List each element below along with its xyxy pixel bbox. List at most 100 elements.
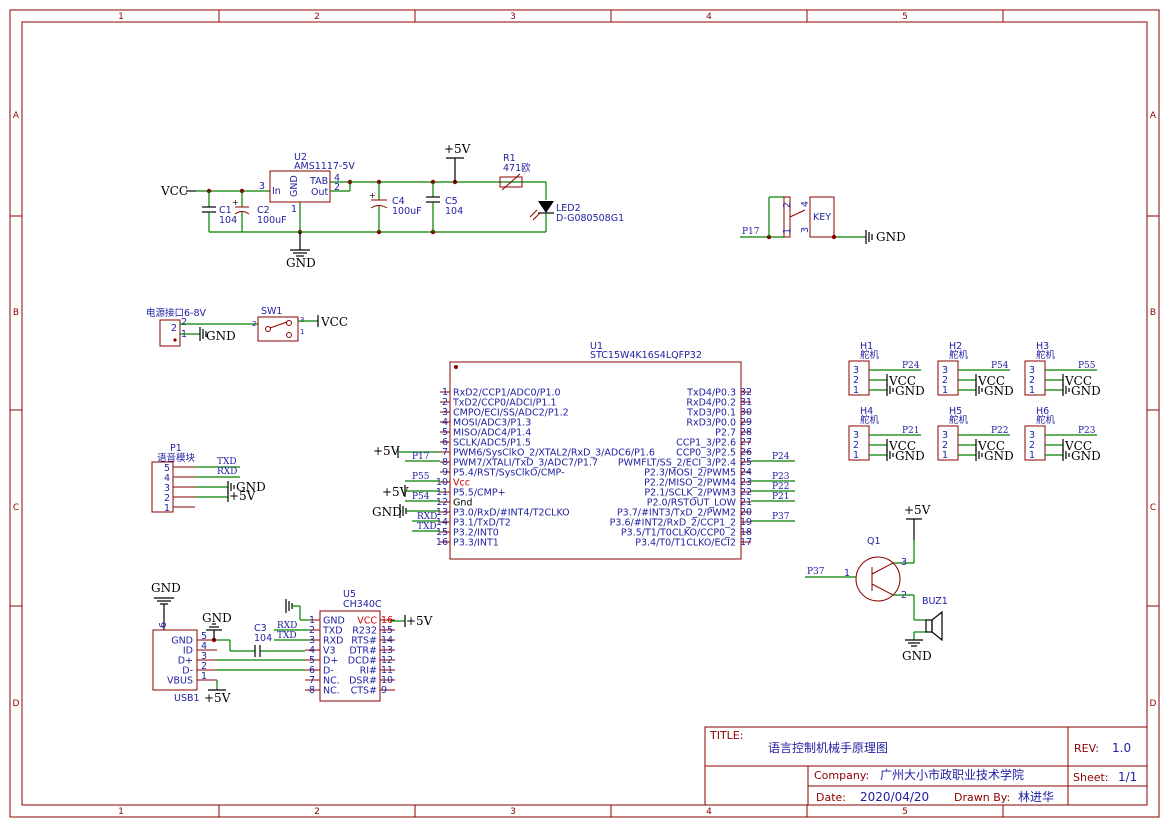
u5-pin-number: 2 xyxy=(309,625,315,636)
sw1-pin: 3 xyxy=(300,316,304,324)
servo-label: 舵机 xyxy=(860,349,880,361)
net-p22: P22 xyxy=(772,482,790,492)
sw1-pin: 1 xyxy=(300,328,304,336)
u1-pin-number: 9 xyxy=(442,467,448,478)
servo-pin: 1 xyxy=(853,385,859,396)
q1-ref: Q1 xyxy=(867,536,881,547)
u1-pin-name: MISO/ADC4/P1.4 xyxy=(453,428,531,439)
usb-pin-number: 3 xyxy=(201,651,207,662)
u1-pin-number: 16 xyxy=(436,537,448,548)
gnd-label: GND xyxy=(236,480,266,494)
col-label: 4 xyxy=(706,807,712,817)
col-label: 1 xyxy=(118,807,124,817)
drawing-title: 语言控制机械手原理图 xyxy=(768,740,888,755)
usb-pin-name: D+ xyxy=(178,656,193,667)
sw1-switch[interactable] xyxy=(257,316,299,342)
u1-pin-name: P3.3/INT1 xyxy=(453,538,499,549)
u5-pin-name: RI# xyxy=(360,666,377,677)
u1-pin-number: 32 xyxy=(740,387,752,398)
u5-pin-number: 6 xyxy=(309,665,315,676)
servo-vcc: VCC xyxy=(977,374,1005,388)
u2-pin-num: 2 xyxy=(334,182,340,193)
u1-pin-name: RxD2/CCP1/ADC0/P1.0 xyxy=(453,388,561,399)
u1-pin-name: CCP0_3/P2.5 xyxy=(676,448,736,459)
p1-net-rxd: RXD xyxy=(217,467,237,477)
q1-transistor xyxy=(855,556,901,602)
u5-pin-name: RTS# xyxy=(351,636,377,647)
led2-diode xyxy=(538,201,554,213)
net-p23: P23 xyxy=(772,472,790,482)
u5-net-txd: TXD xyxy=(277,631,297,641)
c4-value: 100uF xyxy=(392,206,422,217)
p1-pin: 4 xyxy=(164,473,170,484)
rev-label: REV: xyxy=(1074,742,1099,755)
u1-pin-name: P3.7/#INT3/TxD_2/PWM2 xyxy=(617,508,736,519)
u5-pin-number: 1 xyxy=(309,615,315,626)
u1-pin-name: P3.5/T1/T0CLKO/CCP0_2 xyxy=(621,528,736,539)
u1-pin-name: RxD4/P0.2 xyxy=(686,398,736,409)
p1-pin: 2 xyxy=(164,493,170,504)
servo-ref: H4 xyxy=(860,406,873,417)
svg-text:+: + xyxy=(369,191,376,200)
u1-pin-name: RxD3/P0.0 xyxy=(686,418,736,429)
u1-pin-number: 22 xyxy=(740,487,752,498)
u1-pin-number: 29 xyxy=(740,417,752,428)
u5-pin-name: VCC xyxy=(357,616,377,627)
p1-label: 语音模块 xyxy=(157,452,196,464)
u1-pin-name: P2.3/MOSI_2/PWM5 xyxy=(644,468,736,479)
u1-value: STC15W4K16S4LQFP32 xyxy=(590,350,702,361)
servo-pin: 1 xyxy=(1029,385,1035,396)
u1-pin-name: TxD4/P0.3 xyxy=(686,388,736,399)
key-pin: 1 xyxy=(782,228,793,234)
vcc-label: VCC xyxy=(160,184,188,198)
p1-net-txd: TXD xyxy=(217,457,237,467)
usb-pin-name: VBUS xyxy=(167,676,193,687)
col-label: 5 xyxy=(902,12,908,22)
c2-value: 100uF xyxy=(257,215,287,226)
u5-pin-number: 5 xyxy=(309,655,315,666)
key-pin: 4 xyxy=(800,201,811,207)
u1-pin-name: P2.2/MISO_2/PWM4 xyxy=(644,478,736,489)
key-switch[interactable] xyxy=(809,196,835,238)
u1-pin-number: 24 xyxy=(740,467,752,478)
u1-pin-name: P2.0/RSTOUT_LOW xyxy=(647,498,737,509)
u1-pin-number: 19 xyxy=(740,517,752,528)
u5-pin-number: 7 xyxy=(309,675,315,686)
company-value: 广州大小市政职业技术学院 xyxy=(880,767,1024,782)
usb-pin-number: 5 xyxy=(201,631,207,642)
u1-pin-name: PWM7/XTALI/TxD_3/ADC7/P1.7 xyxy=(453,458,598,469)
vcc-label: VCC xyxy=(320,315,348,329)
u1-pin-number: 31 xyxy=(740,397,752,408)
usb-pin: 6 xyxy=(158,622,169,628)
date-value: 2020/04/20 xyxy=(860,790,929,804)
u5-pin-name: CTS# xyxy=(351,686,377,697)
servo-pin: 2 xyxy=(942,440,948,451)
servo-net: P24 xyxy=(902,361,920,371)
rev-value: 1.0 xyxy=(1112,741,1131,755)
u1-pin-number: 28 xyxy=(740,427,752,438)
u1-pin-number: 20 xyxy=(740,507,752,518)
u1-pin-number: 21 xyxy=(740,497,752,508)
p1-ref: P1 xyxy=(170,443,182,454)
servo-net: P23 xyxy=(1078,426,1096,436)
u1-pin-number: 25 xyxy=(740,457,752,468)
gnd-label: GND xyxy=(286,256,316,270)
u5-pin-name: NC. xyxy=(323,686,340,697)
u5-pin-number: 3 xyxy=(309,635,315,646)
u1-pin-number: 2 xyxy=(442,397,448,408)
servo-connectors: H1舵机321P24VCCGNDH2舵机321P54VCCGNDH3舵机321P… xyxy=(848,341,1101,463)
net-p24: P24 xyxy=(772,452,790,462)
usb-pin-name: ID xyxy=(183,646,193,657)
u5-pin-number: 11 xyxy=(381,665,393,676)
servo-gnd: GND xyxy=(895,449,925,463)
servo-vcc: VCC xyxy=(1064,374,1092,388)
u5-pin-name: NC. xyxy=(323,676,340,687)
title-block: TITLE: 语言控制机械手原理图 REV: 1.0 Company: 广州大小… xyxy=(704,726,1148,806)
